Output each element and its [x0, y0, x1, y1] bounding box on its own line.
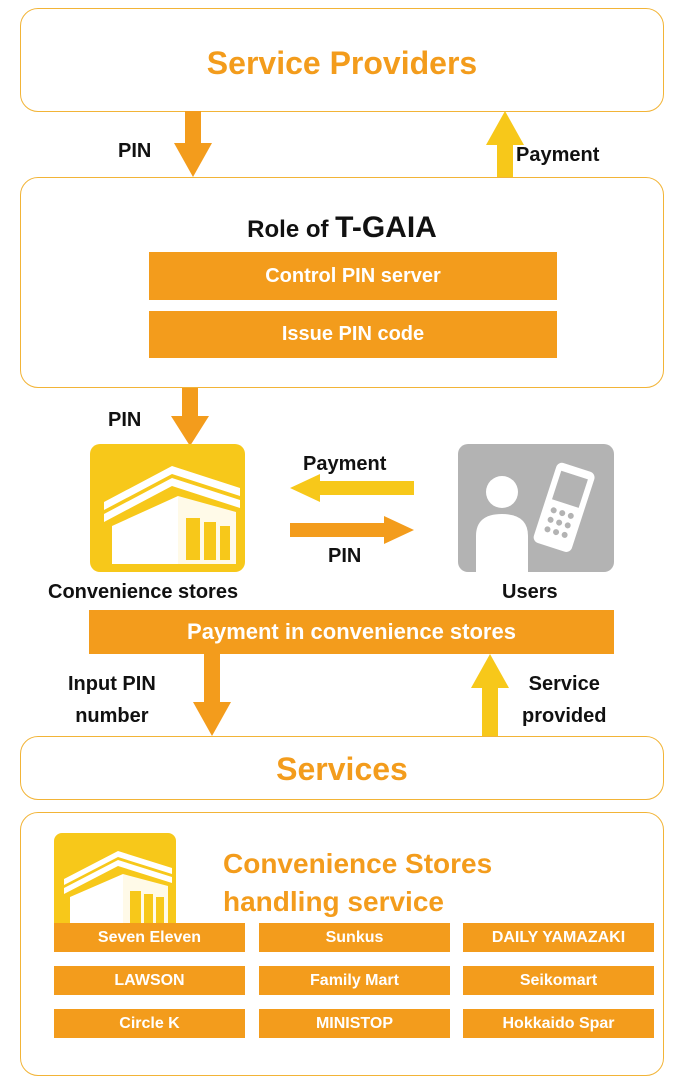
control-pin-server-bar: Control PIN server — [149, 252, 557, 300]
service-provided-up-arrow-icon — [471, 654, 509, 736]
store-item: Circle K — [54, 1009, 245, 1038]
stores-title-line2: handling service — [223, 886, 444, 917]
service-provided-line1: Service — [528, 673, 600, 695]
users-label: Users — [502, 581, 558, 603]
store-item: Sunkus — [259, 923, 450, 952]
pin-down-arrow-2-icon — [171, 388, 209, 446]
store-item: Seikomart — [463, 966, 654, 995]
pin-label-3: PIN — [328, 545, 362, 567]
service-providers-title: Service Providers — [206, 45, 478, 81]
tgaia-role-box: Role of T-GAIA Control PIN server Issue … — [20, 177, 664, 388]
store-item: DAILY YAMAZAKI — [463, 923, 654, 952]
payment-label-1: Payment — [516, 144, 600, 166]
pin-label-2: PIN — [108, 409, 142, 431]
input-pin-line1: Input PIN — [68, 673, 156, 695]
service-providers-box: Service Providers — [20, 8, 664, 112]
tgaia-title-prefix: Role of — [247, 216, 336, 243]
stores-title-line1: Convenience Stores — [223, 848, 493, 879]
stores-box: Convenience Stores handling service Seve… — [20, 812, 664, 1076]
input-pin-line2: number — [75, 705, 149, 727]
tgaia-brand: T-GAIA — [335, 211, 437, 244]
payment-in-convenience-stores-bar: Payment in convenience stores — [89, 610, 614, 654]
store-item: Seven Eleven — [54, 923, 245, 952]
issue-pin-code-bar: Issue PIN code — [149, 311, 557, 358]
pin-label-1: PIN — [118, 140, 152, 162]
input-pin-down-arrow-icon — [193, 654, 231, 736]
payment-up-arrow-icon — [486, 111, 524, 177]
pin-down-arrow-icon — [174, 111, 212, 177]
payment-left-arrow-icon — [290, 474, 414, 502]
store-building-small-icon — [54, 833, 176, 933]
service-provided-label: Service provided — [522, 672, 606, 728]
payment-label-2: Payment — [303, 453, 387, 475]
stores-title: Convenience Stores handling service — [223, 845, 492, 921]
tgaia-title: Role of T-GAIA — [21, 211, 663, 245]
services-box: Services — [20, 736, 664, 800]
person-phone-icon — [458, 444, 614, 572]
store-item: LAWSON — [54, 966, 245, 995]
services-title: Services — [276, 751, 408, 787]
store-item: MINISTOP — [259, 1009, 450, 1038]
input-pin-label: Input PIN number — [68, 672, 156, 728]
store-item: Hokkaido Spar — [463, 1009, 654, 1038]
service-provided-line2: provided — [522, 705, 607, 727]
store-item: Family Mart — [259, 966, 450, 995]
convenience-stores-label: Convenience stores — [48, 581, 239, 603]
store-building-icon — [90, 444, 245, 572]
pin-right-arrow-icon — [290, 516, 414, 544]
